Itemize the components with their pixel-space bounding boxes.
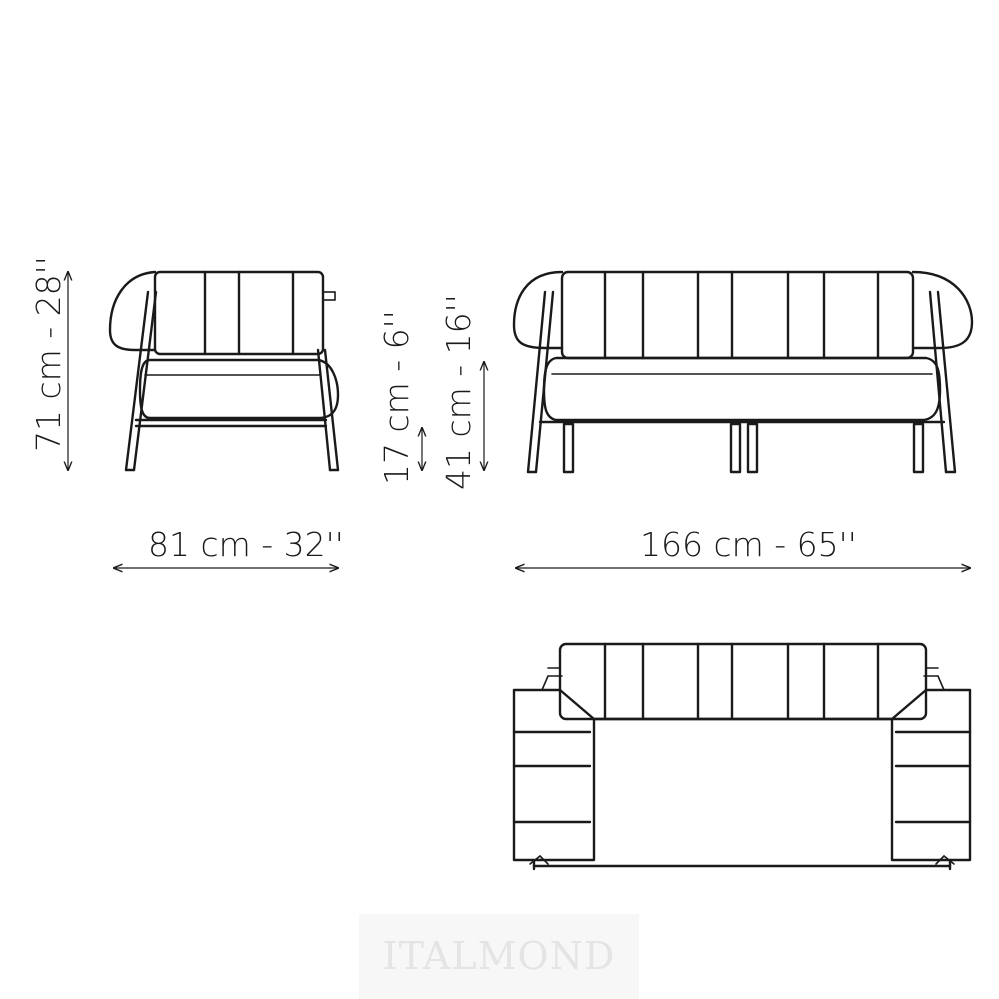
arm-height-dimension: 17 cm - 6'': [377, 310, 422, 485]
width-dimension: 166 cm - 65'': [516, 525, 970, 568]
height-dimension: 71 cm - 28'': [29, 256, 68, 470]
side-view: [108, 270, 340, 472]
arm-height-label: 17 cm - 6'': [377, 310, 416, 485]
depth-label: 81 cm - 32'': [148, 525, 344, 564]
watermark-logo: ITALMOND: [359, 914, 639, 999]
seat-height-label: 41 cm - 16'': [439, 294, 478, 490]
seat-height-dimension: 41 cm - 16'': [439, 294, 484, 490]
height-label: 71 cm - 28'': [29, 256, 68, 452]
top-view: [512, 642, 972, 871]
width-label: 166 cm - 65'': [640, 525, 857, 564]
depth-dimension: 81 cm - 32'': [114, 525, 344, 568]
front-view: [512, 270, 974, 474]
